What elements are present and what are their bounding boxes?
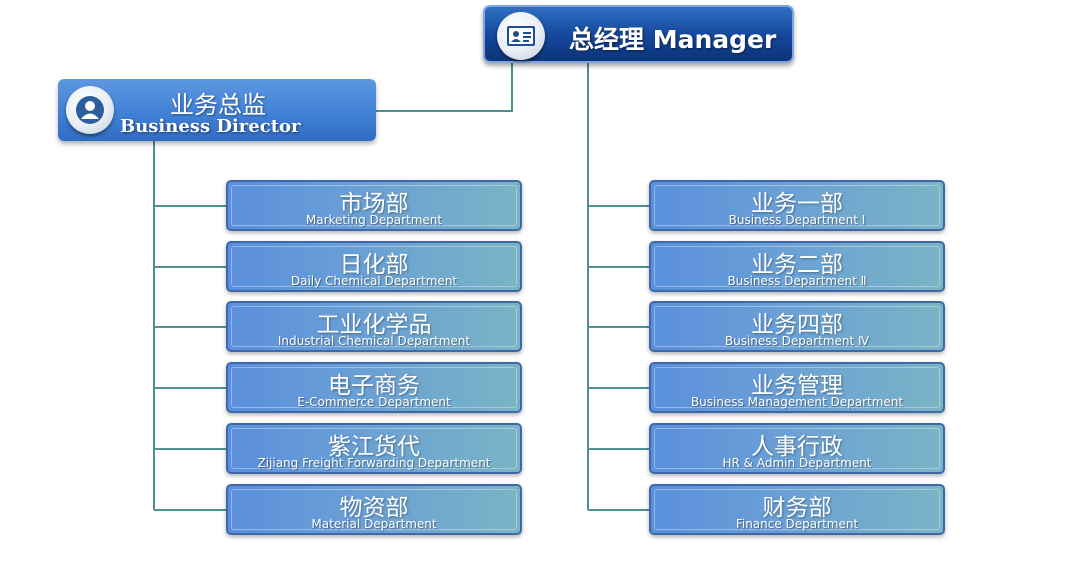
manager-director-connector — [376, 63, 513, 112]
user-icon — [76, 96, 104, 124]
dept-name-en: Industrial Chemical Department — [277, 334, 471, 348]
dept-name-en: Finance Department — [735, 517, 859, 531]
dept-daily-chemical: 日化部 Daily Chemical Department — [226, 241, 522, 292]
dept-name-en: Business Department Ⅰ — [728, 213, 866, 227]
director-node: 业务总监 Business Director — [58, 79, 376, 141]
dept-name-en: Business Department Ⅳ — [724, 334, 870, 348]
dept-name-en: E-Commerce Department — [297, 395, 451, 409]
dept-hr-admin: 人事行政 HR & Admin Department — [649, 423, 945, 474]
dept-name-cn: 日化部 — [339, 252, 409, 278]
dept-name-cn: 业务二部 — [751, 252, 843, 278]
dept-name-cn: 电子商务 — [328, 373, 420, 399]
dept-business-1: 业务一部 Business Department Ⅰ — [649, 180, 945, 231]
id-card-icon — [507, 26, 535, 46]
dept-name-en: Zijiang Freight Forwarding Department — [257, 456, 491, 470]
dept-name-cn: 业务管理 — [751, 373, 843, 399]
dept-business-2: 业务二部 Business Department Ⅱ — [649, 241, 945, 292]
dept-name-cn: 紫江货代 — [328, 434, 420, 460]
dept-finance: 财务部 Finance Department — [649, 484, 945, 535]
dept-name-cn: 工业化学品 — [316, 312, 432, 338]
dept-name-cn: 市场部 — [339, 191, 409, 217]
dept-name-en: Business Department Ⅱ — [727, 274, 867, 288]
dept-business-management: 业务管理 Business Management Department — [649, 362, 945, 413]
dept-e-commerce: 电子商务 E-Commerce Department — [226, 362, 522, 413]
dept-business-4: 业务四部 Business Department Ⅳ — [649, 301, 945, 352]
director-title-cn: 业务总监 — [170, 91, 266, 119]
dept-name-cn: 财务部 — [762, 495, 832, 521]
manager-badge — [497, 12, 545, 60]
dept-marketing: 市场部 Marketing Department — [226, 180, 522, 231]
dept-name-en: Daily Chemical Department — [290, 274, 458, 288]
dept-name-en: HR & Admin Department — [722, 456, 872, 470]
manager-title: 总经理 Manager — [569, 25, 777, 54]
dept-zijiang-freight: 紫江货代 Zijiang Freight Forwarding Departme… — [226, 423, 522, 474]
dept-name-en: Material Department — [311, 517, 437, 531]
dept-name-cn: 物资部 — [339, 495, 409, 521]
dept-name-cn: 人事行政 — [751, 434, 843, 460]
dept-name-cn: 业务一部 — [751, 191, 843, 217]
director-title-en: Business Director — [120, 116, 301, 137]
dept-name-cn: 业务四部 — [751, 312, 843, 338]
dept-name-en: Business Management Department — [690, 395, 904, 409]
dept-material: 物资部 Material Department — [226, 484, 522, 535]
dept-name-en: Marketing Department — [305, 213, 443, 227]
manager-node: 总经理 Manager — [483, 5, 794, 63]
director-badge — [66, 86, 114, 134]
dept-industrial-chemical: 工业化学品 Industrial Chemical Department — [226, 301, 522, 352]
